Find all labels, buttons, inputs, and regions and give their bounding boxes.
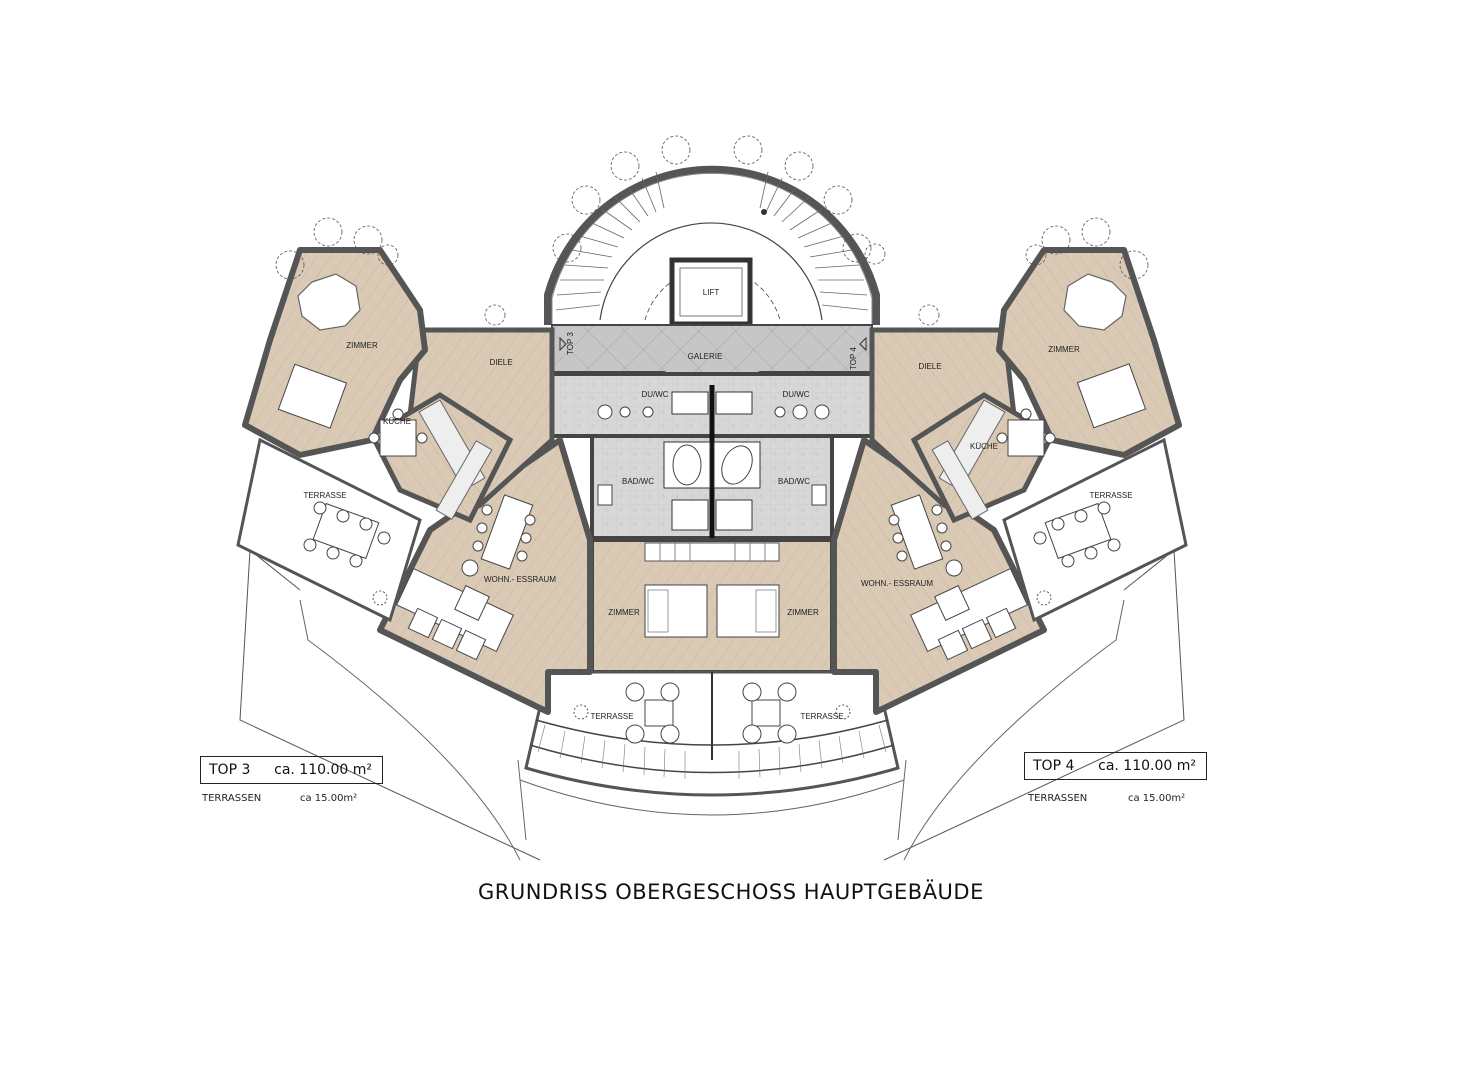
zimmer-center-right-label: ZIMMER bbox=[787, 608, 819, 617]
outer-contours bbox=[299, 599, 1125, 861]
unit-top3-name: TOP 3 bbox=[209, 762, 251, 778]
kueche-right-label: KÜCHE bbox=[970, 442, 998, 451]
plan-title: GRUNDRISS OBERGESCHOSS HAUPTGEBÄUDE bbox=[478, 880, 984, 904]
terrasse-bottom-left-label: TERRASSE bbox=[590, 712, 633, 721]
stair-tower bbox=[544, 135, 886, 325]
lift-label: LIFT bbox=[703, 288, 720, 297]
zimmer-right-label: ZIMMER bbox=[1048, 345, 1080, 354]
unit-top4-terrace-area: ca 15.00m² bbox=[1128, 793, 1186, 804]
unit-top4-name: TOP 4 bbox=[1033, 758, 1075, 774]
unit-top3-terrace-area: ca 15.00m² bbox=[300, 793, 358, 804]
terrasse-left-label: TERRASSE bbox=[303, 491, 346, 500]
center-bedrooms: ZIMMER ZIMMER bbox=[590, 538, 834, 674]
left-wing: ZIMMER DIELE KÜCHE TERRASSE WOHN.- ESSRA… bbox=[236, 217, 593, 861]
unit-top4-area-box: TOP 4 ca. 110.00 m² bbox=[1024, 752, 1207, 780]
right-wing: ZIMMER DIELE KÜCHE TERRASSE WOHN.- ESSRA… bbox=[831, 217, 1188, 861]
unit-top4-terrace-label: TERRASSEN bbox=[1028, 793, 1088, 804]
lift-shaft: LIFT bbox=[669, 257, 753, 327]
wohn-left-label: WOHN.- ESSRAUM bbox=[484, 575, 556, 584]
bath-core: DU/WC DU/WC BAD/WC BAD/WC bbox=[550, 372, 874, 660]
top4-marker: TOP 4 bbox=[849, 347, 858, 370]
terrasse-bottom-right-label: TERRASSE bbox=[800, 712, 843, 721]
diele-right-label: DIELE bbox=[918, 362, 941, 371]
bottom-terraces: TERRASSE TERRASSE bbox=[524, 670, 900, 797]
terrasse-right-label: TERRASSE bbox=[1089, 491, 1132, 500]
kueche-left-label: KÜCHE bbox=[383, 417, 411, 426]
top3-marker: TOP 3 bbox=[566, 332, 575, 355]
duwc-left-label: DU/WC bbox=[641, 390, 668, 399]
unit-top3-area: ca. 110.00 m² bbox=[274, 762, 372, 778]
duwc-right-label: DU/WC bbox=[782, 390, 809, 399]
unit-top3-area-box: TOP 3 ca. 110.00 m² bbox=[200, 756, 383, 784]
badwc-left-label: BAD/WC bbox=[622, 477, 654, 486]
zimmer-left-label: ZIMMER bbox=[346, 341, 378, 350]
galerie-label: GALERIE bbox=[688, 352, 723, 361]
unit-top3-terrace-label: TERRASSEN bbox=[202, 793, 262, 804]
zimmer-center-left-label: ZIMMER bbox=[608, 608, 640, 617]
unit-top4-area: ca. 110.00 m² bbox=[1098, 758, 1196, 774]
diele-left-label: DIELE bbox=[489, 358, 512, 367]
badwc-right-label: BAD/WC bbox=[778, 477, 810, 486]
wohn-right-label: WOHN.- ESSRAUM bbox=[861, 579, 933, 588]
